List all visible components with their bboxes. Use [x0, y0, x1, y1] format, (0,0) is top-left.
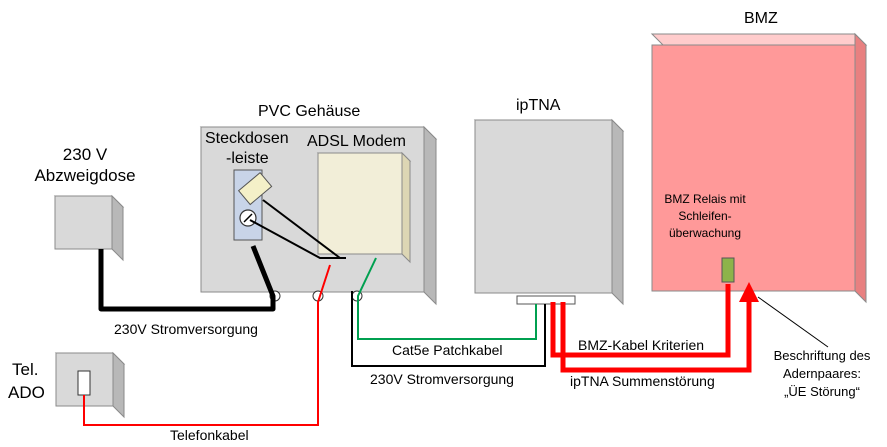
stromversorgung-left-label: 230V Stromversorgung [114, 321, 258, 337]
stromversorgung-bottom-label: 230V Stromversorgung [370, 371, 514, 387]
pvc-title: PVC Gehäuse [258, 103, 361, 120]
annotation-pointer [757, 296, 829, 348]
power-strip [233, 169, 273, 241]
cable-patch [357, 257, 537, 340]
patchkabel-label: Cat5e Patchkabel [392, 342, 503, 358]
bmz-relais [721, 257, 735, 283]
iptna-title: ipTNA [516, 97, 561, 114]
cable-230v-left [98, 245, 276, 312]
telefonkabel-label: Telefonkabel [170, 427, 249, 443]
beschriftung-label-line2: Adernpaares: [782, 366, 862, 381]
bmz-title: BMZ [744, 10, 778, 27]
iptna-box [473, 118, 625, 306]
cables [83, 199, 829, 426]
beschriftung-label-line3: „ÜE Störung“ [784, 384, 860, 399]
adsl-modem [316, 151, 412, 264]
tel-ado-label-line1: Tel. [12, 360, 39, 379]
steckdosen-label-line2: -leiste [226, 150, 269, 167]
steckdosen-label-line1: Steckdosen [205, 130, 289, 147]
tel-ado-label-line2: ADO [8, 383, 45, 402]
cable-telefon [83, 264, 331, 426]
bmz-cabinet [650, 32, 868, 304]
relais-label-line1: BMZ Relais mit [664, 192, 746, 206]
iptna-port-strip [516, 295, 576, 305]
abzweigdose-label-line2: Abzweigdose [34, 166, 136, 185]
cable-modem-power [249, 219, 346, 259]
abzweigdose-label-line1: 230 V [62, 145, 108, 164]
cable-230v-bottom [351, 291, 546, 367]
cable-bmz-kriterien [550, 284, 731, 358]
cable-summenstoerung [560, 282, 759, 373]
bmz-kabel-label: BMZ-Kabel Kriterien [578, 337, 705, 353]
modem-label: ADSL Modem [307, 133, 406, 150]
relais-label-line2: Schleifen- [678, 209, 732, 223]
summenstoerung-label: ipTNA Summenstörung [570, 373, 715, 389]
junction-box [53, 194, 125, 262]
tel-ado-box [54, 351, 126, 419]
relais-label-line3: überwachung [668, 226, 742, 240]
beschriftung-label-line1: Beschriftung des [773, 348, 871, 363]
